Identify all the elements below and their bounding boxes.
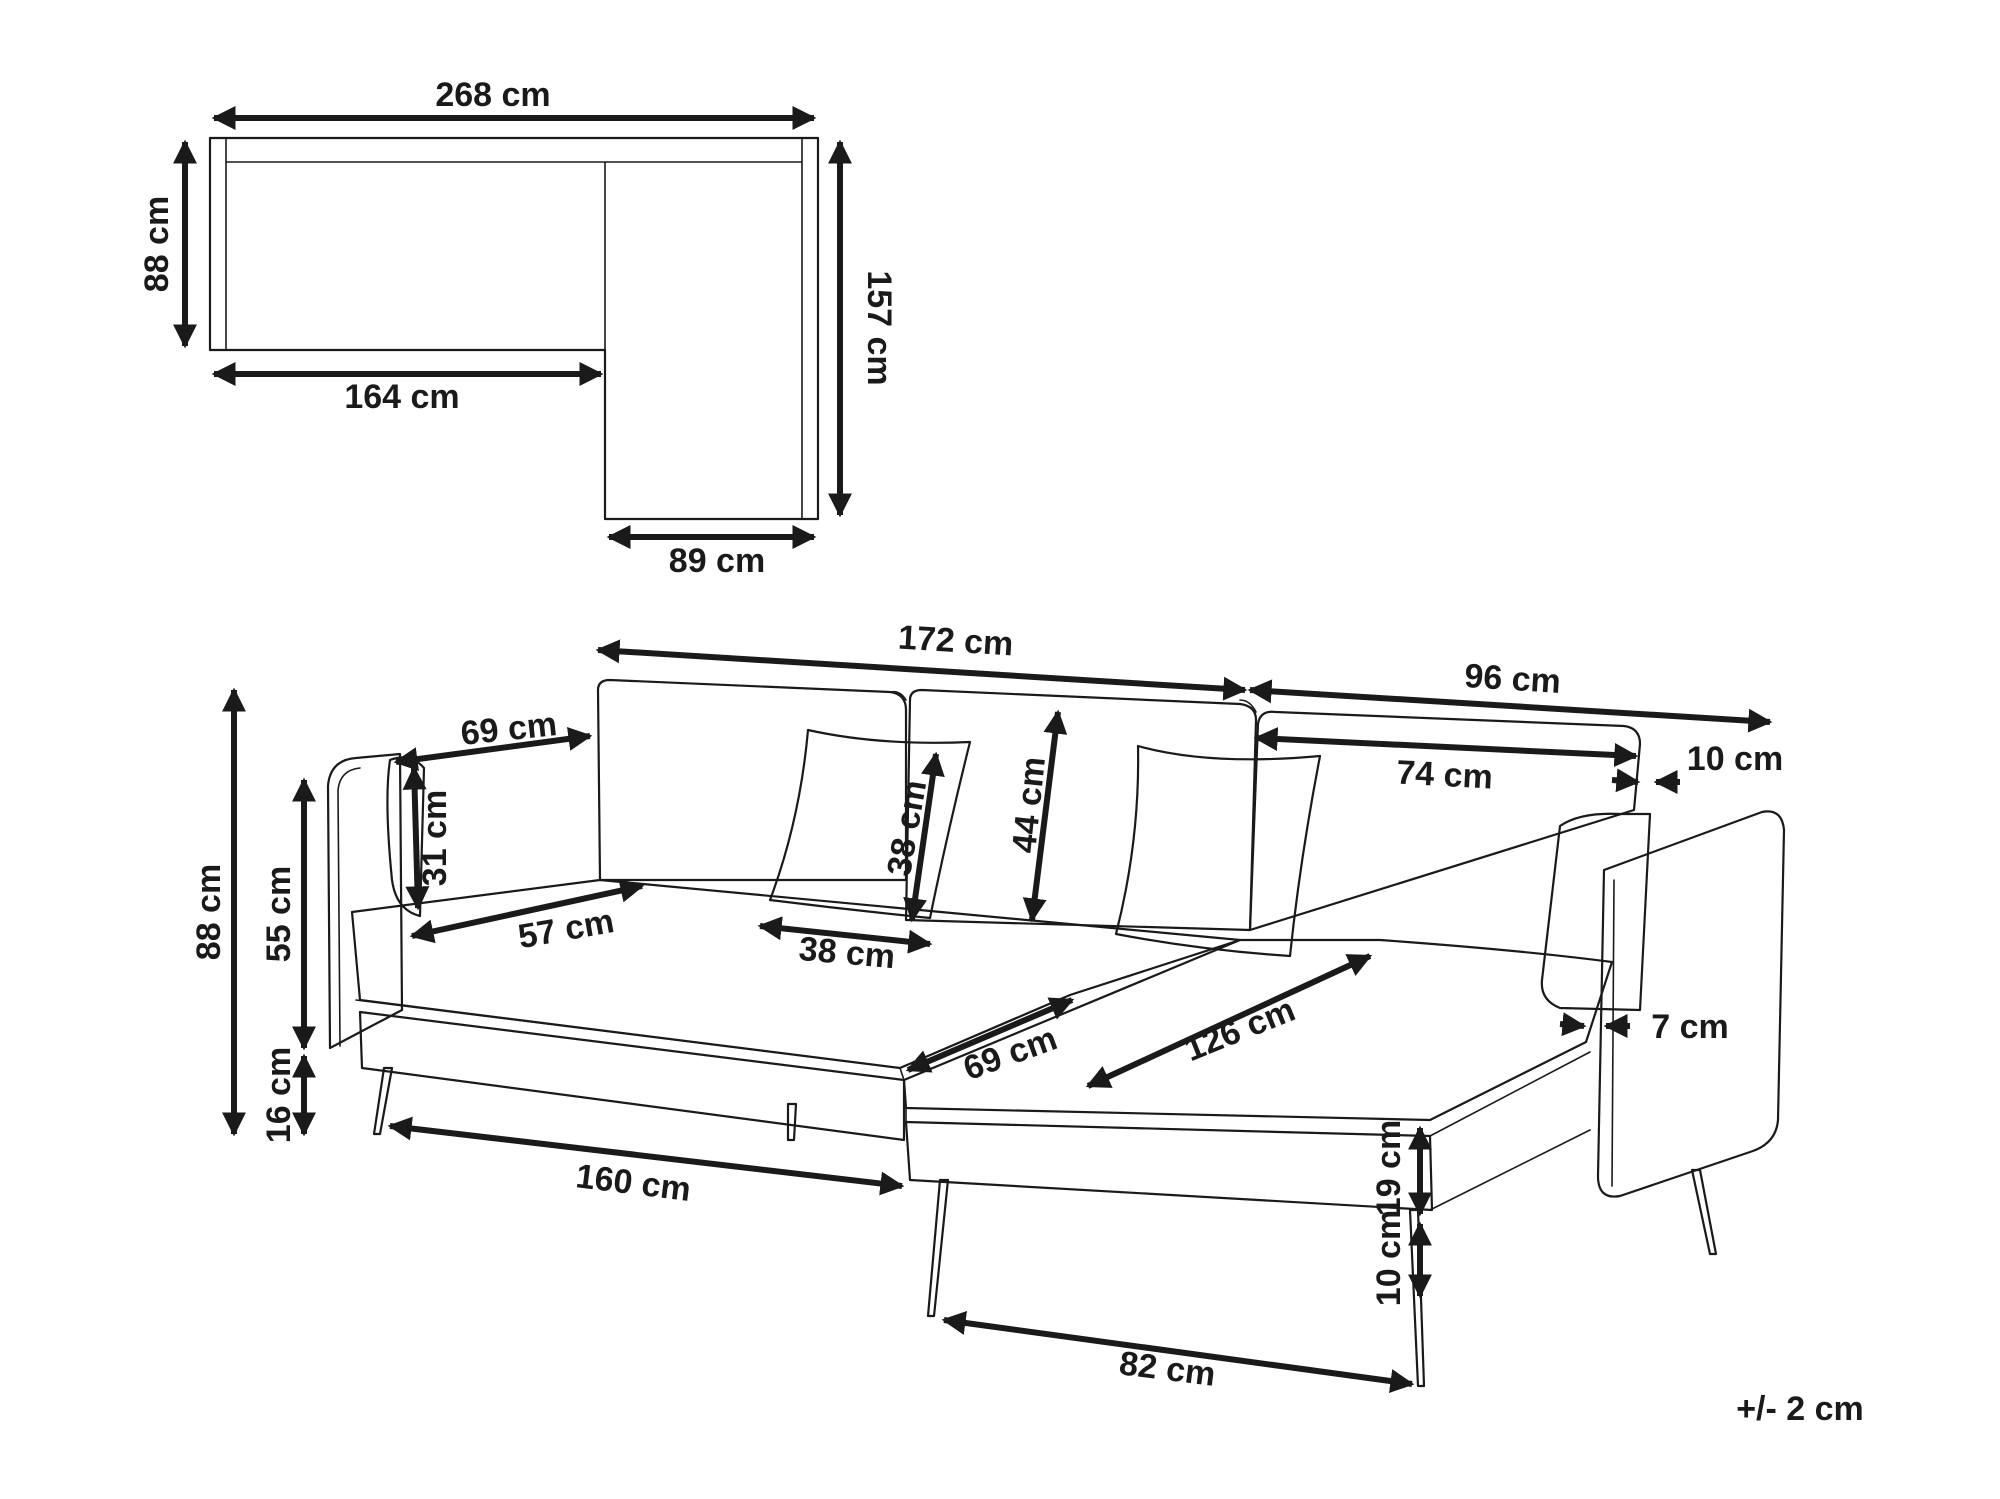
cushion-width-arrow — [757, 916, 933, 954]
chaise-length-label: 126 cm — [1179, 991, 1300, 1069]
backrest-height-arrow — [1022, 709, 1068, 923]
chaise-back-width-arrow — [1247, 679, 1773, 733]
seat-width-label: 160 cm — [574, 1157, 693, 1209]
armrest-depth-label: 69 cm — [459, 705, 559, 753]
seat-cushion-height-label: 19 cm — [1370, 1120, 1408, 1216]
chaise-base — [904, 1120, 1434, 1212]
plan-chaise-length-label: 157 cm — [860, 270, 898, 385]
leg-5 — [1690, 1168, 1718, 1256]
pillow-1 — [768, 728, 972, 920]
armrest-width-label: 7 cm — [1651, 1008, 1729, 1046]
left-seat-cushion — [350, 878, 1242, 1070]
cushion-height-arrow — [903, 751, 945, 923]
right-arm-pillow — [1540, 812, 1652, 1012]
chaise-front-width-label: 82 cm — [1117, 1344, 1217, 1393]
leg-2 — [786, 1102, 798, 1142]
back-cushion-2 — [904, 688, 1258, 932]
leg-height-label: 16 cm — [260, 1047, 298, 1143]
total-height-label: 88 cm — [190, 864, 228, 960]
back-width-arrow — [595, 639, 1248, 701]
chaise-width-label: 69 cm — [958, 1019, 1062, 1088]
left-base — [358, 1010, 906, 1142]
backrest-thickness-label: 10 cm — [1687, 740, 1783, 778]
inner-back-width-arrow — [1253, 727, 1639, 767]
cushion-width-label: 38 cm — [797, 930, 896, 976]
armrest-height-label: 31 cm — [416, 790, 454, 886]
left-armrest — [326, 752, 404, 1050]
backrest-height-label: 44 cm — [1005, 755, 1053, 855]
leg-3 — [926, 1178, 950, 1318]
leg-1 — [372, 1066, 394, 1136]
sofa-view: 172 cm 96 cm 74 cm 10 cm 88 cm 55 cm 16 … — [190, 619, 1786, 1394]
backrest-thickness-arrow-left — [1611, 768, 1641, 793]
seat-depth-arrow — [409, 878, 645, 944]
seat-height-label: 55 cm — [260, 866, 298, 962]
chaise-front-width-arrow — [941, 1311, 1415, 1393]
plan-sofa-width-label: 164 cm — [344, 378, 459, 416]
plan-inner-back — [225, 137, 803, 520]
tolerance-label: +/- 2 cm — [1736, 1390, 1864, 1428]
inner-back-width-label: 74 cm — [1395, 754, 1493, 797]
cushion-height-label: 38 cm — [880, 777, 934, 879]
chaise-back-width-label: 96 cm — [1463, 657, 1562, 701]
plan-view: 268 cm 88 cm 157 cm 164 cm 89 cm — [138, 76, 898, 580]
chaise-width-arrow — [905, 997, 1075, 1073]
seat-width-arrow — [387, 1116, 905, 1196]
plan-chaise-width-label: 89 cm — [669, 542, 765, 580]
chaise-leg-height-label: 10 cm — [1370, 1210, 1408, 1306]
back-width-label: 172 cm — [897, 619, 1014, 664]
plan-outline — [208, 136, 820, 521]
plan-width-label: 268 cm — [435, 76, 550, 114]
right-armrest — [1596, 810, 1786, 1198]
back-cushion-1 — [596, 678, 908, 882]
chaise-seat — [902, 938, 1614, 1122]
chaise-length-arrow — [1085, 953, 1373, 1089]
armrest-depth-arrow — [393, 726, 593, 772]
pillow-2 — [1114, 744, 1322, 958]
armrest-width-arrow-left — [1559, 1012, 1587, 1037]
plan-depth-label: 88 cm — [138, 196, 176, 292]
